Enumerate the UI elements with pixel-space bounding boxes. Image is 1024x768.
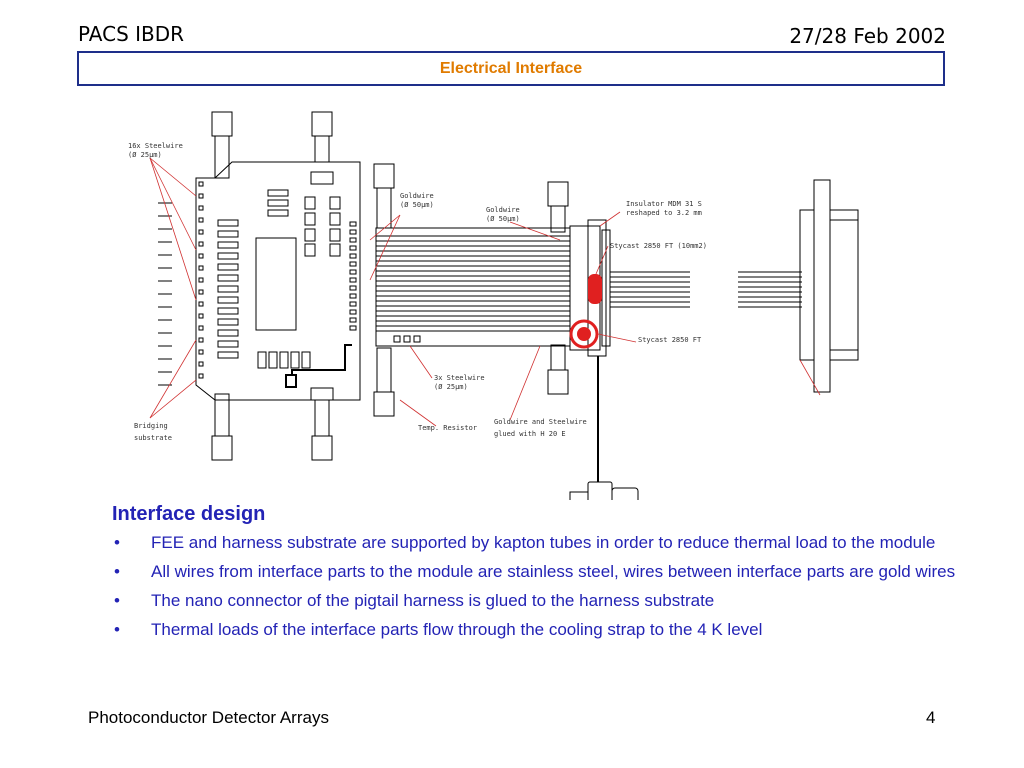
content-block: Interface design •FEE and harness substr… <box>112 503 982 648</box>
bullet-marker: • <box>114 562 120 581</box>
harness-wires <box>376 235 570 332</box>
cooling-strap-clamp <box>587 481 613 500</box>
kapton-tube-bottom-2 <box>311 435 333 461</box>
kapton-tube-bottom-1 <box>211 435 233 461</box>
bullet-marker: • <box>114 533 120 552</box>
bullet-list: •FEE and harness substrate are supported… <box>112 532 982 641</box>
header-date: 27/28 Feb 2002 <box>789 24 946 48</box>
bullet-marker: • <box>114 591 120 610</box>
label-temp-resistor: Temp. Resistor <box>418 424 477 432</box>
label-goldwire-2: Goldwire(Ø 50µm) <box>486 206 520 223</box>
bullet-marker: • <box>114 620 120 639</box>
interface-diagram: 16x Steelwire(Ø 25µm) Goldwire(Ø 50µm) G… <box>128 111 859 500</box>
title-box: Electrical Interface <box>77 51 945 86</box>
page-number: 4 <box>926 708 936 727</box>
bullet-item: •Thermal loads of the interface parts fl… <box>114 620 763 639</box>
fee-chip <box>255 237 297 331</box>
fee-components-column <box>217 219 239 359</box>
fee-edge-pads <box>349 221 357 331</box>
bullet-item: •All wires from interface parts to the m… <box>114 562 956 581</box>
section-heading: Interface design <box>112 503 266 525</box>
label-steelwire16: 16x Steelwire(Ø 25µm) <box>128 142 183 159</box>
kapton-tube-top-2 <box>311 111 333 137</box>
header-left: PACS IBDR <box>78 22 185 46</box>
stycast-glue-mark <box>588 274 602 304</box>
pigtail-wires <box>610 271 802 308</box>
leader-lines <box>149 157 821 427</box>
bullet-item: •FEE and harness substrate are supported… <box>114 533 936 552</box>
bullet-item: •The nano connector of the pigtail harne… <box>114 591 715 610</box>
steelwire-ticks <box>158 202 172 386</box>
kapton-tube-top-1 <box>211 111 233 137</box>
stycast-glue-circle <box>569 319 599 349</box>
label-goldwire-1: Goldwire(Ø 50µm) <box>400 192 434 209</box>
slide-title: Electrical Interface <box>439 59 583 77</box>
label-stycast: Stycast 2850 FT <box>638 336 702 344</box>
fee-pads <box>198 181 204 379</box>
micro-d-plug <box>813 179 831 393</box>
label-steelwire3: 3x Steelwire(Ø 25µm) <box>434 374 485 391</box>
footer-text: Photoconductor Detector Arrays <box>88 708 329 727</box>
label-stycast-ft: Stycast 2850 FT (10mm2) <box>610 242 707 250</box>
